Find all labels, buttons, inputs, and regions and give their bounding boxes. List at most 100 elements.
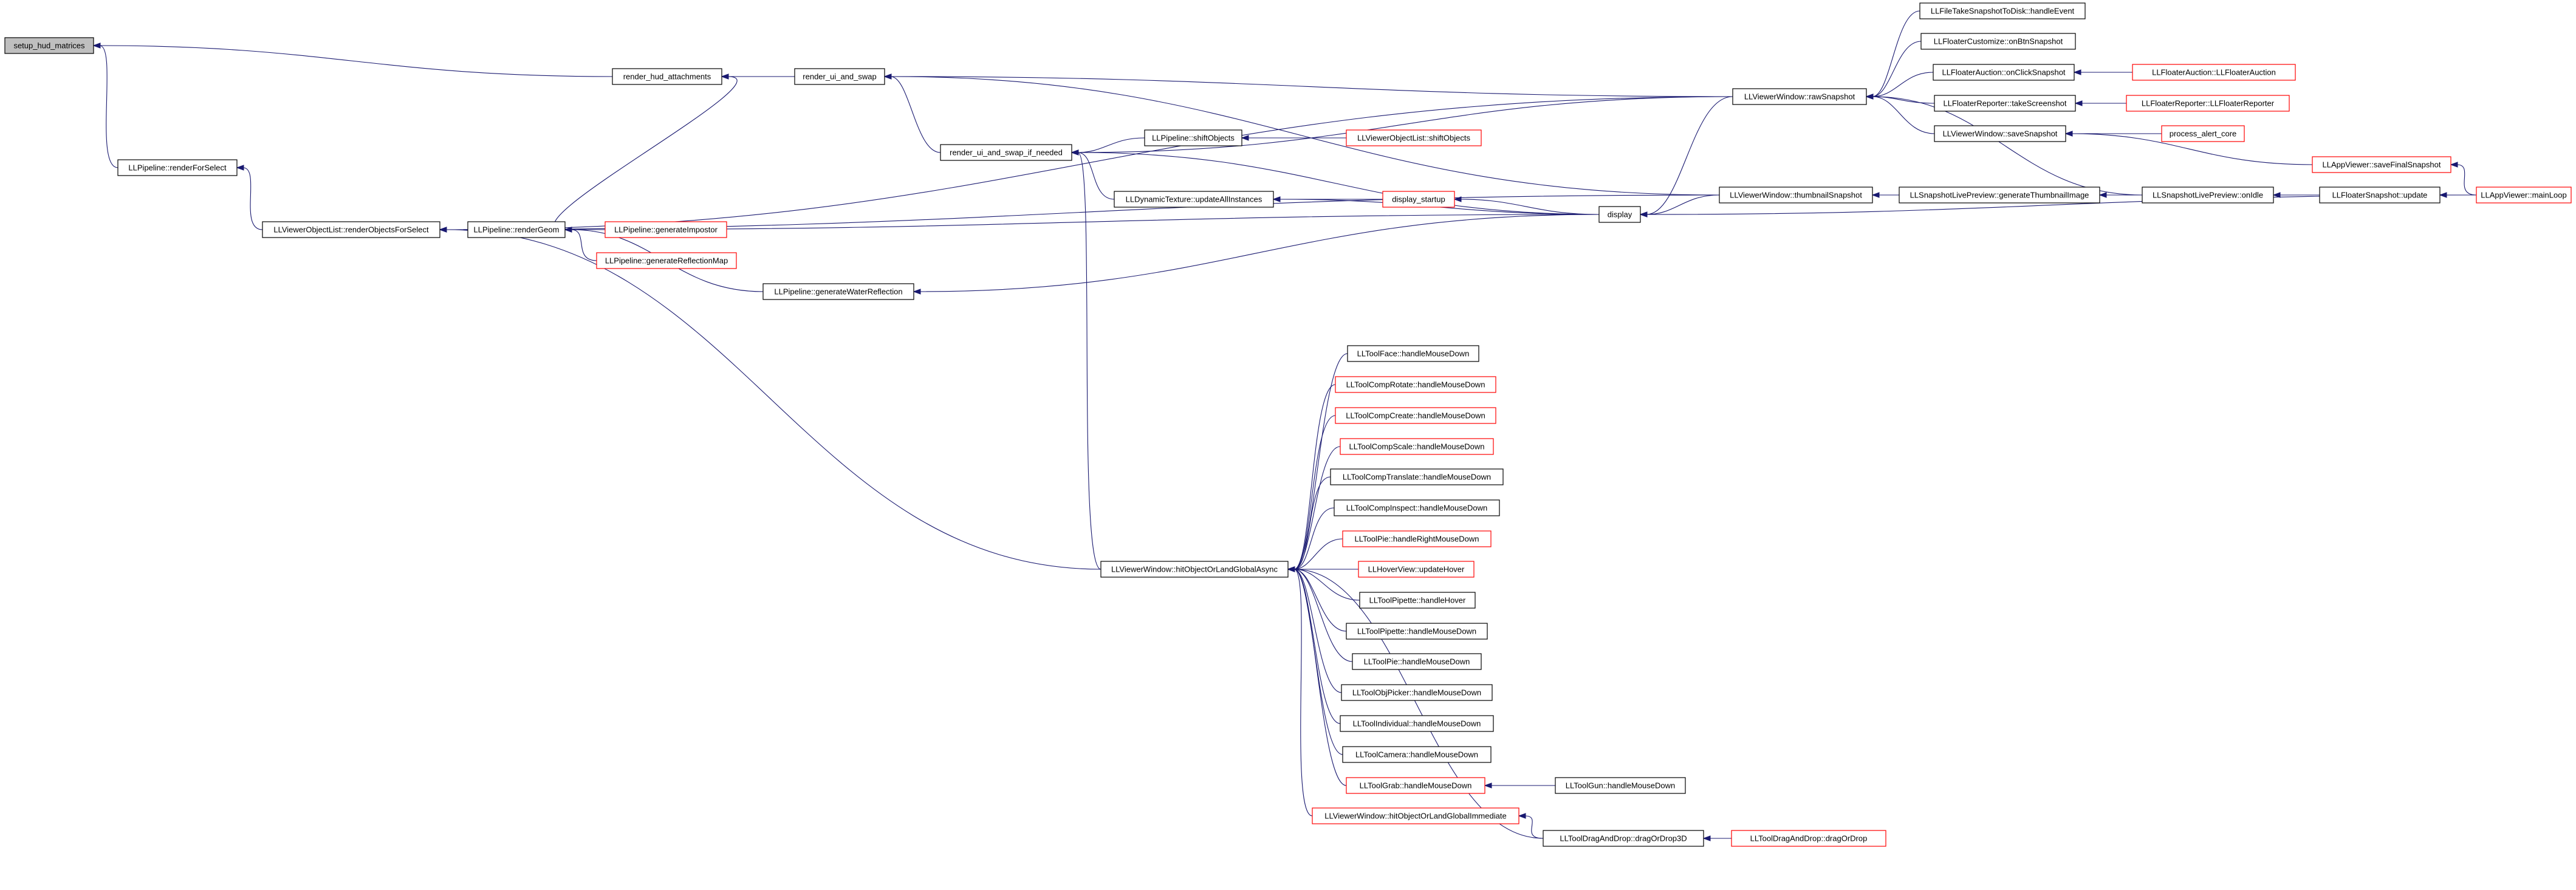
- node-label: LLHoverView::updateHover: [1368, 565, 1465, 574]
- node-label: LLViewerWindow::hitObjectOrLandGlobalAsy…: [1111, 565, 1278, 574]
- arrowhead: [236, 165, 244, 171]
- edge-floaterauctionsnap-to-rawsnapshot: [1872, 72, 1934, 97]
- node-layer: setup_hud_matricesLLPipeline::renderForS…: [4, 2, 2572, 847]
- node-label: LLToolIndividual::handleMouseDown: [1353, 719, 1481, 728]
- node-pipeline-rendergeom[interactable]: LLPipeline::renderGeom: [467, 221, 566, 238]
- arrowhead: [1865, 94, 1874, 100]
- node-process-alert-core[interactable]: process_alert_core: [2161, 125, 2245, 142]
- node-hitimmediate[interactable]: LLViewerWindow::hitObjectOrLandGlobalImm…: [1312, 807, 1519, 824]
- node-display-startup[interactable]: display_startup: [1382, 191, 1455, 208]
- edge-toolcompcreate-to-hitobjectorlandglobalasync: [1293, 415, 1336, 570]
- node-label: LLFloaterAuction::LLFloaterAuction: [2152, 68, 2276, 77]
- node-toolpieright[interactable]: LLToolPie::handleRightMouseDown: [1342, 530, 1492, 547]
- arrowhead: [439, 227, 447, 233]
- node-toolcamera[interactable]: LLToolCamera::handleMouseDown: [1342, 746, 1492, 763]
- node-livepreviewonidle[interactable]: LLSnapshotLivePreview::onIdle: [2142, 187, 2274, 204]
- node-toolobjpicker[interactable]: LLToolObjPicker::handleMouseDown: [1341, 684, 1493, 701]
- node-label: LLToolPie::handleMouseDown: [1364, 657, 1470, 666]
- node-label: LLPipeline::generateImpostor: [614, 225, 718, 234]
- node-box: [1346, 623, 1488, 640]
- node-hitobjectorlandglobalasync[interactable]: LLViewerWindow::hitObjectOrLandGlobalAsy…: [1100, 561, 1289, 578]
- node-box: [1555, 777, 1686, 794]
- node-render-hud-attachments[interactable]: render_hud_attachments: [612, 68, 722, 85]
- arrowhead: [2450, 162, 2458, 168]
- node-updateallinstances[interactable]: LLDynamicTexture::updateAllInstances: [1114, 191, 1274, 208]
- node-box: [612, 68, 722, 85]
- node-savefinalsnapshot[interactable]: LLAppViewer::saveFinalSnapshot: [2312, 156, 2451, 173]
- node-floaterreportershot[interactable]: LLFloaterReporter::takeScreenshot: [1934, 95, 2076, 112]
- node-thumbnailsnapshot[interactable]: LLViewerWindow::thumbnailSnapshot: [1719, 187, 1873, 204]
- node-render-ui-and-swap-if-needed[interactable]: render_ui_and_swap_if_needed: [940, 144, 1072, 161]
- node-rfs-pipeline[interactable]: LLPipeline::renderForSelect: [117, 159, 238, 176]
- edge-toolobjpicker-to-hitobjectorlandglobalasync: [1293, 569, 1342, 693]
- node-box: [2132, 64, 2296, 81]
- node-box: [2126, 95, 2290, 112]
- node-toolpipettehover[interactable]: LLToolPipette::handleHover: [1359, 592, 1476, 609]
- node-toolgrab[interactable]: LLToolGrab::handleMouseDown: [1346, 777, 1485, 794]
- node-box: [2476, 187, 2572, 204]
- node-label: LLToolDragAndDrop::dragOrDrop3D: [1560, 834, 1687, 843]
- node-floaterreporterctor[interactable]: LLFloaterReporter::LLFloaterReporter: [2126, 95, 2290, 112]
- node-toolcompinspect[interactable]: LLToolCompInspect::handleMouseDown: [1334, 499, 1500, 516]
- node-floatersnapshotupdate[interactable]: LLFloaterSnapshot::update: [2319, 187, 2441, 204]
- edge-generatereflectionmap-to-pipeline-rendergeom: [570, 229, 597, 261]
- node-box: [596, 252, 737, 269]
- node-hoverviewupdate[interactable]: LLHoverView::updateHover: [1358, 561, 1475, 578]
- node-label: display_startup: [1392, 195, 1445, 204]
- node-floaterauctionsnap[interactable]: LLFloaterAuction::onClickSnapshot: [1933, 64, 2075, 81]
- node-box: [1347, 345, 1479, 362]
- node-generatewaterreflection[interactable]: LLPipeline::generateWaterReflection: [762, 283, 914, 300]
- edge-toolpipettedown-to-hitobjectorlandglobalasync: [1293, 569, 1347, 632]
- node-generatereflectionmap[interactable]: LLPipeline::generateReflectionMap: [596, 252, 737, 269]
- node-toolcompcreate[interactable]: LLToolCompCreate::handleMouseDown: [1335, 407, 1496, 424]
- node-toolindividual[interactable]: LLToolIndividual::handleMouseDown: [1340, 715, 1494, 732]
- node-appviewermainloop[interactable]: LLAppViewer::mainLoop: [2476, 187, 2572, 204]
- node-label: LLPipeline::shiftObjects: [1152, 134, 1235, 143]
- node-toolcompscale[interactable]: LLToolCompScale::handleMouseDown: [1340, 438, 1494, 455]
- node-shiftobjects[interactable]: LLPipeline::shiftObjects: [1144, 129, 1242, 146]
- node-vol-renderobjectsforselect[interactable]: LLViewerObjectList::renderObjectsForSele…: [262, 221, 440, 238]
- edge-display-to-render-ui-and-swap-if-needed: [1077, 152, 1600, 215]
- node-box: [4, 37, 94, 54]
- node-toolface[interactable]: LLToolFace::handleMouseDown: [1347, 345, 1479, 362]
- node-box: [1335, 376, 1496, 393]
- node-toolgun[interactable]: LLToolGun::handleMouseDown: [1555, 777, 1686, 794]
- node-floaterauctionctor[interactable]: LLFloaterAuction::LLFloaterAuction: [2132, 64, 2296, 81]
- node-render-ui-and-swap[interactable]: render_ui_and_swap: [794, 68, 885, 85]
- node-generatethumbnailimage[interactable]: LLSnapshotLivePreview::generateThumbnail…: [1899, 187, 2100, 204]
- node-setup-hud-matrices[interactable]: setup_hud_matrices: [4, 37, 94, 54]
- node-takesnapshottodisk[interactable]: LLFileTakeSnapshotToDisk::handleEvent: [1919, 2, 2086, 19]
- edge-hitobjectorlandglobalasync-to-vol-renderobjectsforselect: [445, 229, 1101, 570]
- node-dragordrop3d[interactable]: LLToolDragAndDrop::dragOrDrop3D: [1543, 830, 1704, 847]
- node-label: LLToolCamera::handleMouseDown: [1355, 750, 1478, 759]
- node-box: [1358, 561, 1475, 578]
- node-box: [1114, 191, 1274, 208]
- node-label: LLViewerWindow::saveSnapshot: [1943, 129, 2058, 139]
- node-vol-shiftobjects[interactable]: LLViewerObjectList::shiftObjects: [1346, 129, 1482, 146]
- node-label: LLToolPipette::handleHover: [1369, 596, 1466, 605]
- edge-floatercustomize-to-rawsnapshot: [1872, 41, 1922, 97]
- edge-toolpiedown-to-hitobjectorlandglobalasync: [1293, 569, 1353, 662]
- node-label: LLToolPipette::handleMouseDown: [1357, 627, 1476, 636]
- arrowhead: [92, 43, 101, 49]
- edge-rawsnapshot-to-render-ui-and-swap: [890, 76, 1733, 97]
- edge-rawsnapshot-to-render-ui-and-swap-if-needed: [1077, 96, 1733, 153]
- node-toolpiedown[interactable]: LLToolPie::handleMouseDown: [1352, 653, 1482, 670]
- node-toolcomprotate[interactable]: LLToolCompRotate::handleMouseDown: [1335, 376, 1496, 393]
- node-label: LLPipeline::renderForSelect: [128, 163, 227, 173]
- edge-display-to-pipeline-rendergeom: [570, 214, 1600, 230]
- edge-updateallinstances-to-render-ui-and-swap-if-needed: [1077, 152, 1115, 200]
- node-box: [2142, 187, 2274, 204]
- node-toolcomptranslate[interactable]: LLToolCompTranslate::handleMouseDown: [1330, 468, 1504, 485]
- node-generateimpostor[interactable]: LLPipeline::generateImpostor: [605, 221, 727, 238]
- node-dragordrop[interactable]: LLToolDragAndDrop::dragOrDrop: [1731, 830, 1886, 847]
- node-toolpipettedown[interactable]: LLToolPipette::handleMouseDown: [1346, 623, 1488, 640]
- node-label: LLSnapshotLivePreview::onIdle: [2153, 191, 2263, 200]
- node-label: LLViewerObjectList::renderObjectsForSele…: [273, 225, 429, 234]
- node-savesnapshot[interactable]: LLViewerWindow::saveSnapshot: [1934, 125, 2066, 142]
- node-display[interactable]: display: [1598, 206, 1641, 223]
- node-rawsnapshot[interactable]: LLViewerWindow::rawSnapshot: [1732, 88, 1867, 105]
- node-floatercustomize[interactable]: LLFloaterCustomize::onBtnSnapshot: [1920, 33, 2076, 50]
- arrowhead: [1639, 211, 1648, 217]
- node-box: [1346, 129, 1482, 146]
